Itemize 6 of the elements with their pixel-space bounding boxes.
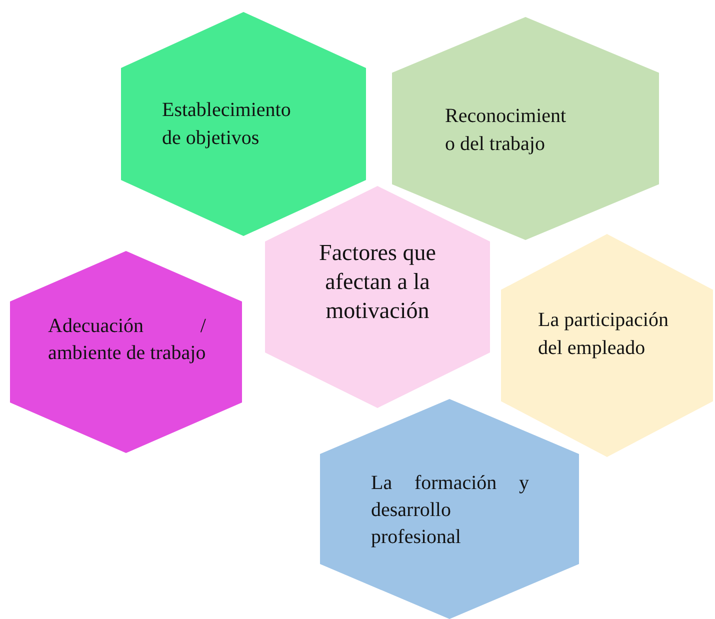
hexagon-label: La formación y desarrollo profesional <box>371 471 529 550</box>
hexagon-label: Factores que afectan a la motivación <box>318 239 437 325</box>
hexagon-label: Establecimiento de objetivos <box>162 98 292 151</box>
hexagon-label: Adecuación / ambiente de trabajo <box>48 314 206 366</box>
hexagon-label: La participación del empleado <box>538 308 670 361</box>
hexagon-label: Reconocimiento del trabajo <box>445 104 567 157</box>
